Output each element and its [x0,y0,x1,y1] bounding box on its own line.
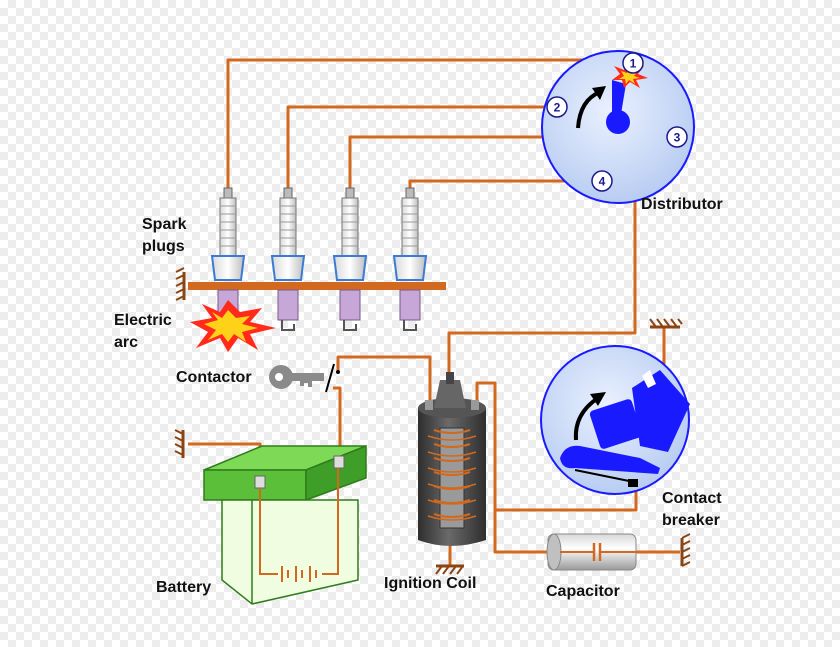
contact-breaker [540,318,690,495]
spark-plugs [210,187,428,331]
battery [174,429,367,605]
contactor-switch [325,363,340,393]
capacitor [546,533,691,571]
terminal-3: 3 [666,126,688,148]
spark-icon [190,300,276,352]
svg-text:1: 1 [630,57,637,71]
svg-text:3: 3 [674,131,681,145]
ignition-coil-label: Ignition Coil [384,575,477,592]
spark-plug-3 [332,187,368,331]
contact-breaker-label: Contact breaker [662,490,722,529]
contactor-label: Contactor [176,369,252,386]
electric-arc-label: Electric arc [114,312,172,351]
svg-text:2: 2 [554,101,561,115]
terminal-2: 2 [546,96,568,118]
wire-terminal-2 [286,105,556,192]
spark-plug-2 [270,187,306,331]
engine-ground-bar [175,267,446,301]
wire-coil-to-capacitor [493,510,548,554]
terminal-4: 4 [591,170,613,192]
wire-terminal-1 [226,58,630,192]
terminal-1: 1 [622,52,644,74]
distributor-terminals: 1 2 3 4 [546,52,688,192]
battery-label: Battery [156,579,212,596]
spark-plug-4 [392,187,428,331]
distributor-label: Distributor [641,196,723,213]
wire-battery-to-contactor [333,386,342,460]
wire-coil-to-breaker [475,381,638,512]
capacitor-label: Capacitor [546,583,620,600]
svg-text:4: 4 [599,175,606,189]
key-icon [269,365,324,389]
ignition-coil [418,372,486,575]
spark-plugs-label: Spark plugs [142,216,187,255]
distributor [541,50,695,204]
wire-contactor-to-coil [336,355,432,400]
